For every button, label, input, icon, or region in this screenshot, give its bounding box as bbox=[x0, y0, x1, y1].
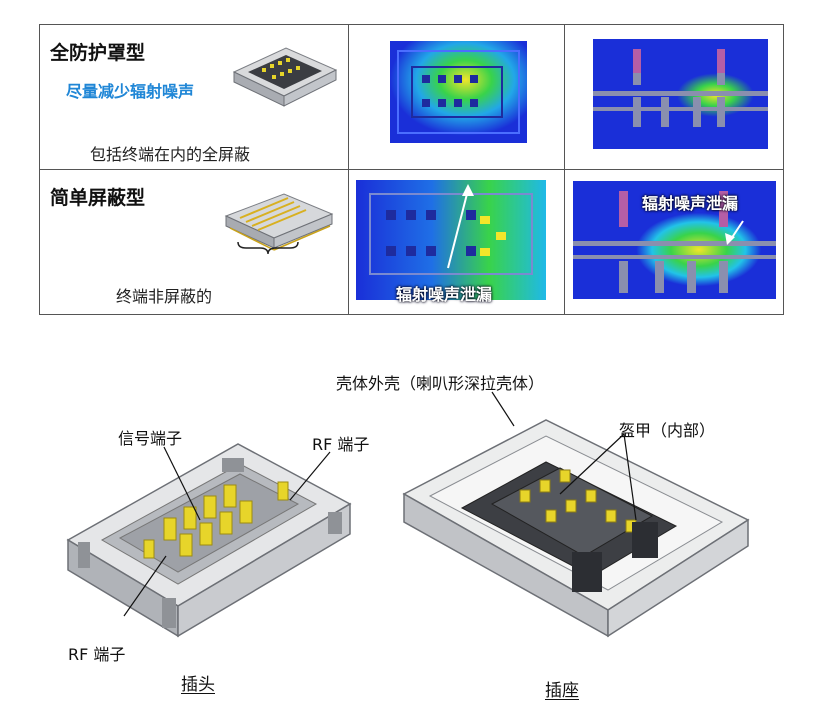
callout-armor: 盔甲（内部） bbox=[619, 421, 716, 440]
row1-field-simulation-b bbox=[593, 39, 768, 149]
caption-plug: 插头 bbox=[181, 675, 215, 695]
callout-rf-terminal-bottom: RF 端子 bbox=[68, 645, 126, 664]
callout-rf-terminal-top: RF 端子 bbox=[312, 435, 370, 454]
callout-shell: 壳体外壳（喇叭形深拉壳体） bbox=[336, 374, 545, 393]
row2-leak-label-b: 辐射噪声泄漏 bbox=[642, 194, 739, 213]
full-shield-connector-image bbox=[232, 47, 338, 107]
row2-field-simulation-a bbox=[356, 180, 546, 300]
row-divider bbox=[40, 169, 783, 170]
caption-receptacle: 插座 bbox=[545, 681, 579, 701]
row2-leak-label-a: 辐射噪声泄漏 bbox=[396, 285, 493, 304]
comparison-table bbox=[39, 24, 784, 315]
callout-signal-terminal: 信号端子 bbox=[118, 429, 183, 448]
row1-note: 包括终端在内的全屏蔽 bbox=[90, 145, 251, 164]
receptacle-connector-image bbox=[402, 419, 750, 638]
row1-field-simulation-a bbox=[390, 41, 527, 143]
row1-title: 全防护罩型 bbox=[50, 42, 146, 64]
row2-title: 简单屏蔽型 bbox=[50, 187, 146, 209]
row2-note: 终端非屏蔽的 bbox=[116, 287, 213, 306]
row2-field-simulation-b bbox=[573, 181, 776, 299]
simple-shield-connector-image bbox=[224, 193, 334, 255]
row1-highlight: 尽量减少辐射噪声 bbox=[66, 82, 195, 101]
plug-connector-image bbox=[66, 443, 352, 638]
